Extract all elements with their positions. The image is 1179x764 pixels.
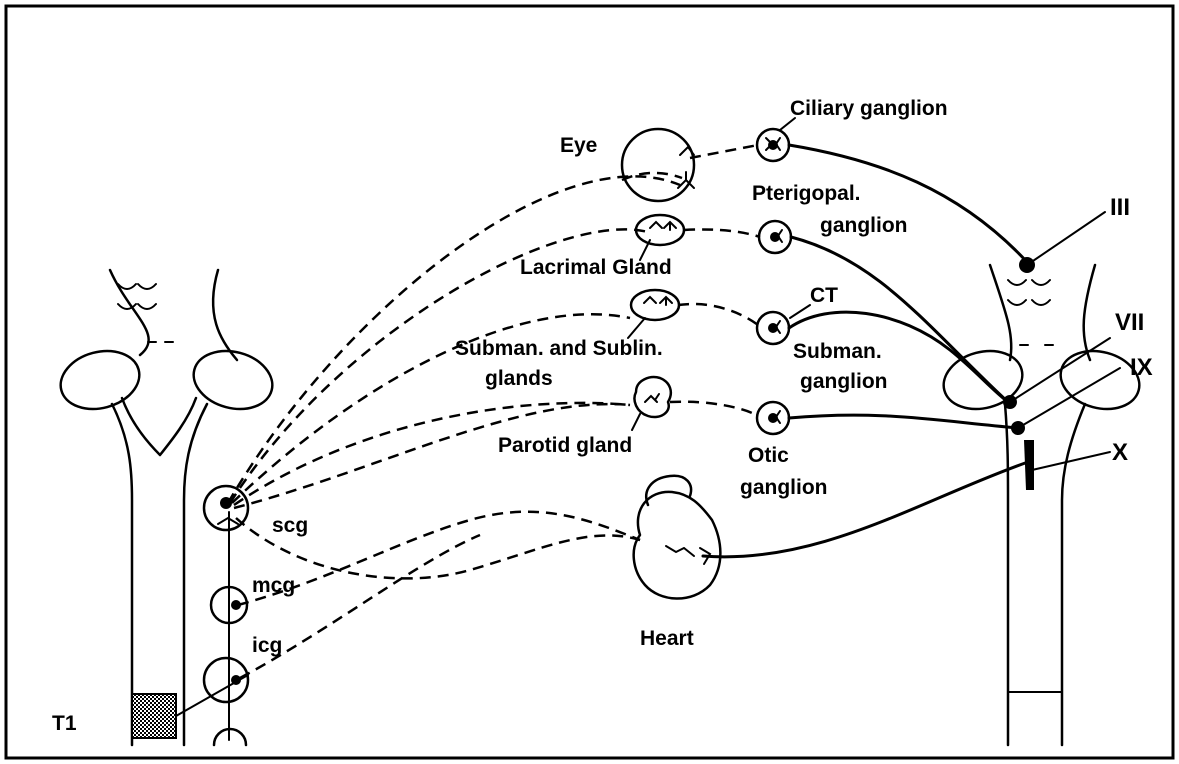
heart bbox=[634, 476, 721, 599]
otic-ganglion bbox=[757, 402, 789, 434]
label-nerve-x: X bbox=[1112, 439, 1128, 466]
eye bbox=[622, 129, 694, 201]
label-nerve-iii: III bbox=[1110, 194, 1130, 221]
sympathetic-fibers bbox=[228, 176, 680, 678]
label-nerve-ix: IX bbox=[1130, 354, 1153, 381]
label-pterigopal-line1: Pterigopal. bbox=[752, 182, 861, 205]
label-scg: scg bbox=[272, 514, 308, 537]
label-eye: Eye bbox=[560, 134, 597, 157]
parotid-gland bbox=[635, 377, 671, 417]
label-nerve-vii: VII bbox=[1115, 309, 1144, 336]
label-icg: icg bbox=[252, 634, 282, 657]
icg-ganglion bbox=[204, 658, 248, 702]
label-mcg: mcg bbox=[252, 574, 295, 597]
label-t1: T1 bbox=[52, 712, 77, 735]
label-subman-sublin-line2: glands bbox=[485, 367, 553, 390]
sympathetic-chain bbox=[204, 486, 248, 745]
label-ciliary-ganglion: Ciliary ganglion bbox=[790, 97, 948, 120]
labels: Ciliary ganglion Eye III Pterigopal. gan… bbox=[52, 97, 1153, 735]
label-parotid-gland: Parotid gland bbox=[498, 434, 632, 457]
label-subman-ganglion-line1: Subman. bbox=[793, 340, 882, 363]
label-lacrimal-gland: Lacrimal Gland bbox=[520, 256, 672, 279]
label-heart: Heart bbox=[640, 627, 694, 650]
t1-segment bbox=[132, 694, 176, 738]
parasympathetic-postganglionic-fibers bbox=[670, 145, 760, 416]
label-otic-line1: Otic bbox=[748, 444, 789, 467]
nerve-leader-lines bbox=[1010, 212, 1120, 470]
label-ct: CT bbox=[810, 284, 838, 307]
figure-border bbox=[6, 6, 1173, 758]
pterigopalatine-ganglion bbox=[759, 221, 791, 253]
nucleus-x bbox=[1024, 440, 1034, 490]
label-subman-ganglion-line2: ganglion bbox=[800, 370, 888, 393]
submandibular-sublingual-glands bbox=[631, 290, 679, 320]
ciliary-ganglion bbox=[757, 129, 789, 161]
submandibular-ganglion bbox=[757, 312, 789, 344]
label-pterigopal-line2: ganglion bbox=[820, 214, 908, 237]
label-otic-line2: ganglion bbox=[740, 476, 828, 499]
left-brainstem-spinal-cord bbox=[54, 270, 279, 745]
label-subman-sublin-line1: Subman. and Sublin. bbox=[455, 337, 663, 360]
